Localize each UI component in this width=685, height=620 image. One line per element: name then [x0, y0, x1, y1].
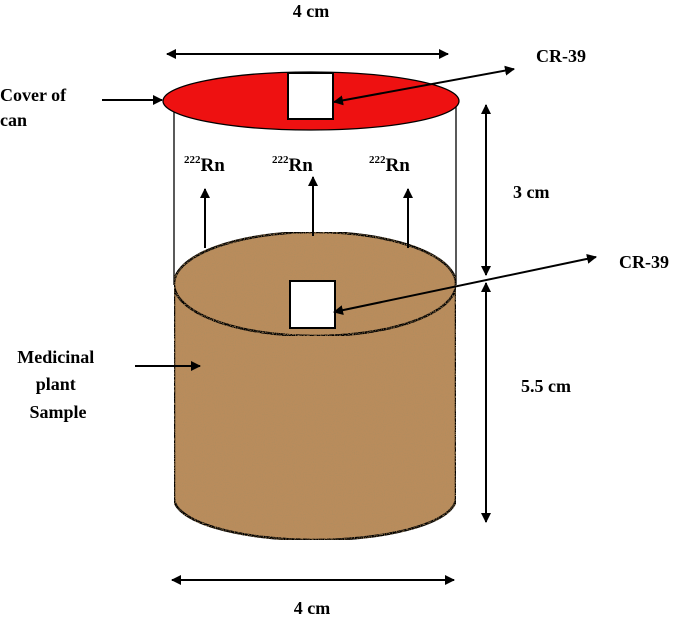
radon-mass-number: 222	[184, 154, 201, 166]
cr39-top-pointer	[333, 65, 515, 106]
cr39-detector-cover	[287, 72, 334, 120]
sample-label: Medicinal plant Sample	[17, 347, 99, 422]
radon-label-2: 222Rn	[272, 154, 313, 176]
sample-label-line1: Medicinal	[17, 347, 94, 367]
top-width-label: 4 cm	[293, 1, 329, 21]
cover-label-line2: can	[0, 110, 27, 130]
radon-symbol: Rn	[289, 155, 314, 176]
radon-symbol: Rn	[201, 155, 226, 176]
cover-label-line1: Cover of	[0, 85, 67, 105]
radon-symbol: Rn	[386, 155, 411, 176]
cr39-sample-label: CR-39	[619, 252, 669, 272]
cover-label: Cover of can	[0, 85, 71, 130]
bottom-width-label: 4 cm	[294, 598, 330, 618]
cr39-sample-pointer	[333, 253, 597, 316]
cr39-top-label: CR-39	[536, 46, 586, 66]
headspace-height-label: 3 cm	[513, 182, 549, 202]
sample-cylinder-body	[172, 282, 458, 542]
radon-label-3: 222Rn	[369, 154, 410, 176]
sample-height-label: 5.5 cm	[521, 376, 571, 396]
radon-label-1: 222Rn	[184, 154, 225, 176]
cr39-detector-sample	[289, 280, 336, 329]
sample-label-line2: plant	[36, 374, 76, 394]
radon-mass-number: 222	[272, 154, 289, 166]
radon-mass-number: 222	[369, 154, 386, 166]
sample-label-line3: Sample	[29, 402, 86, 422]
